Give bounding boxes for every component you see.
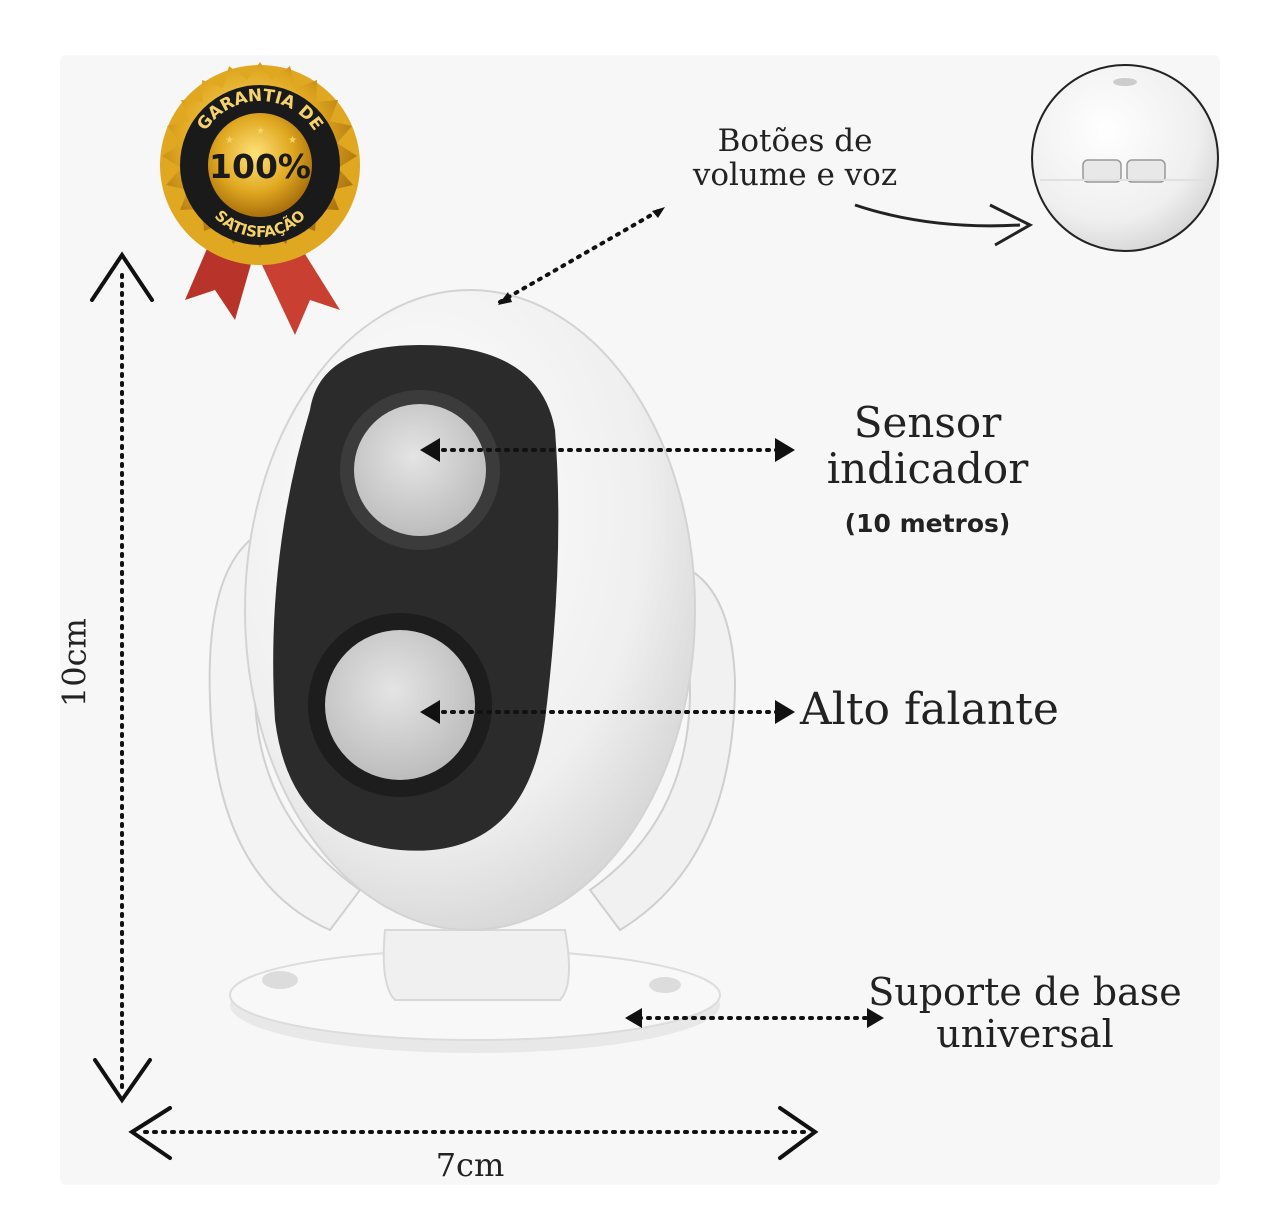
voice-button-icon <box>1126 159 1166 183</box>
callout-arrows <box>120 208 880 1134</box>
buttons-label: Botões de volume e voz <box>692 123 898 194</box>
sensor-label: Sensor indicador <box>826 398 1029 494</box>
volume-button-icon <box>1082 159 1122 183</box>
sensor-device <box>208 289 737 1053</box>
base-label: Suporte de base universal <box>868 970 1182 1056</box>
screw-hole <box>262 971 298 989</box>
arrow-heads <box>420 207 884 1028</box>
top-view-thumbnail <box>1031 64 1219 252</box>
seal-star: ★ <box>256 126 265 137</box>
speaker-label: Alto falante <box>800 684 1059 735</box>
seal-percent: 100% <box>209 147 311 186</box>
seal-star: ★ <box>225 135 234 146</box>
dimension-chevrons <box>90 251 819 1160</box>
guarantee-seal: GARANTIA DE SATISFAÇÃO 100% ★ ★ ★ <box>160 62 360 335</box>
buttons-arrow <box>498 208 662 304</box>
width-dimension-label: 7cm <box>435 1146 505 1184</box>
sensor-lens <box>354 404 486 536</box>
screw-hole <box>649 977 681 993</box>
hand-arrow-line <box>854 203 1021 228</box>
height-dimension-label: 10cm <box>55 618 94 708</box>
seal-center <box>208 113 312 217</box>
base-stem <box>382 929 570 1001</box>
hand-arrow-head <box>989 203 1034 247</box>
seal-star: ★ <box>288 135 297 146</box>
speaker-grille <box>325 630 475 780</box>
sensor-range-label: (10 metros) <box>844 509 1011 538</box>
